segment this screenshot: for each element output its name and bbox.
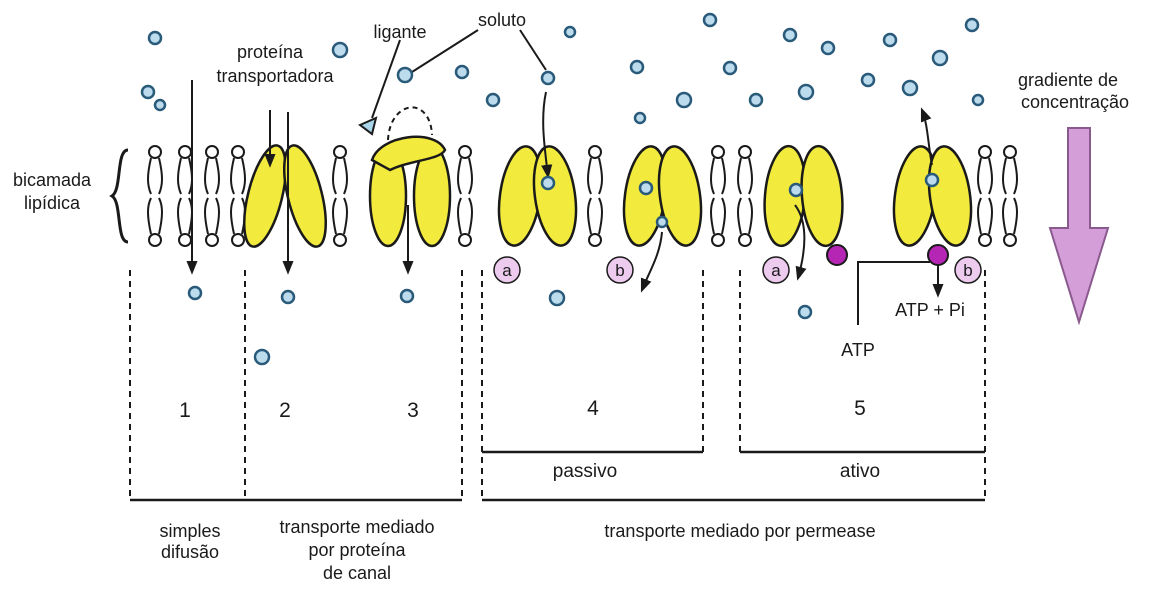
step-marker-letter: b [963, 261, 972, 280]
lipid-molecule [711, 146, 725, 246]
solute-molecule-icon [884, 34, 896, 46]
protein-label-line2: transportadora [200, 66, 350, 87]
lipid-molecule [1003, 146, 1017, 246]
channel-label-line2: por proteína [252, 540, 462, 561]
simple-diffusion-line1: simples [135, 521, 245, 542]
solute-molecule-icon [799, 306, 811, 318]
mechanism-number-3: 3 [398, 400, 428, 421]
gradient-label-line2: concentração [1005, 92, 1145, 113]
guide-lines [112, 30, 985, 500]
label-pointer-line [372, 40, 400, 118]
solute-molecule-icon [903, 81, 917, 95]
solute-molecule-icon [456, 66, 468, 78]
lipid-molecule [333, 146, 347, 246]
atp-pi-label: ATP + Pi [880, 300, 980, 321]
gate-motion-dashed [388, 107, 432, 140]
lipid-molecule [738, 146, 752, 246]
ligand-icon [360, 118, 376, 134]
solute-molecule-icon [724, 62, 736, 74]
step-marker-letter: a [771, 261, 781, 280]
solute-molecule-icon [189, 287, 201, 299]
solute-molecule-icon [933, 51, 947, 65]
solute-molecule-icon [862, 74, 874, 86]
mechanism-number-5: 5 [845, 398, 875, 419]
step-marker-letter: a [502, 261, 512, 280]
solute-molecule-icon [635, 113, 645, 123]
lipid-molecule [458, 146, 472, 246]
active-label: ativo [815, 461, 905, 482]
channel-protein-right [276, 141, 334, 250]
solute-molecule-icon [631, 61, 643, 73]
solute-label: soluto [462, 10, 542, 31]
solute-molecule-icon [255, 350, 269, 364]
solute-molecule-icon [799, 85, 813, 99]
solute-molecule-icon [926, 174, 938, 186]
solute-molecule-icon [966, 19, 978, 31]
solute-molecule-icon [282, 291, 294, 303]
solute-molecule-icon [542, 72, 554, 84]
solute-molecule-icon [550, 291, 564, 305]
step-marker-letter: b [615, 261, 624, 280]
phosphate-icon [928, 245, 948, 265]
channel-label-line3: de canal [252, 563, 462, 584]
simple-diffusion-line2: difusão [135, 542, 245, 563]
bilayer-label-line1: bicamada [2, 170, 102, 191]
solute-molecule-icon [640, 182, 652, 194]
solute-molecule-icon [149, 32, 161, 44]
permease-label: transporte mediado por permease [545, 521, 935, 542]
gradient-label-line1: gradiente de [1008, 70, 1128, 91]
solute-molecule-icon [333, 43, 347, 57]
gradient-arrow-icon [1050, 128, 1108, 322]
protein-label-line1: proteína [220, 42, 320, 63]
bilayer-label-line2: lipídica [2, 193, 102, 214]
label-pointer-line [520, 30, 546, 70]
solute-molecule-icon [401, 290, 413, 302]
mechanism-number-1: 1 [170, 400, 200, 421]
solute-molecule-icon [565, 27, 575, 37]
solute-molecule-icon [750, 94, 762, 106]
lipid-molecule [231, 146, 245, 246]
solute-molecule-icon [677, 93, 691, 107]
channel-label-line1: transporte mediado [252, 517, 462, 538]
solute-molecule-icon [155, 100, 165, 110]
mechanism-number-4: 4 [578, 398, 608, 419]
solute-molecule-icon [704, 14, 716, 26]
lipid-molecule [148, 146, 162, 246]
bilayer-brace [112, 150, 128, 242]
solute-molecule-icon [542, 177, 554, 189]
lipid-molecule [178, 146, 192, 246]
solute-molecule-icon [142, 86, 154, 98]
solute-molecule-icon [657, 217, 667, 227]
passive-label: passivo [530, 461, 640, 482]
solute-molecule-icon [398, 68, 412, 82]
solute-molecule-icon [487, 94, 499, 106]
solute-molecule-icon [973, 95, 983, 105]
solute-molecule-icon [822, 42, 834, 54]
solute-molecule-icon [784, 29, 796, 41]
lipid-molecule [205, 146, 219, 246]
phosphate-icon [827, 245, 847, 265]
permease-4a-right [528, 144, 582, 249]
atp-label: ATP [828, 340, 888, 361]
solute-molecule-icon [790, 184, 802, 196]
lipid-molecule [978, 146, 992, 246]
mechanism-number-2: 2 [270, 400, 300, 421]
ligand-label: ligante [360, 22, 440, 43]
lipid-molecule [588, 146, 602, 246]
